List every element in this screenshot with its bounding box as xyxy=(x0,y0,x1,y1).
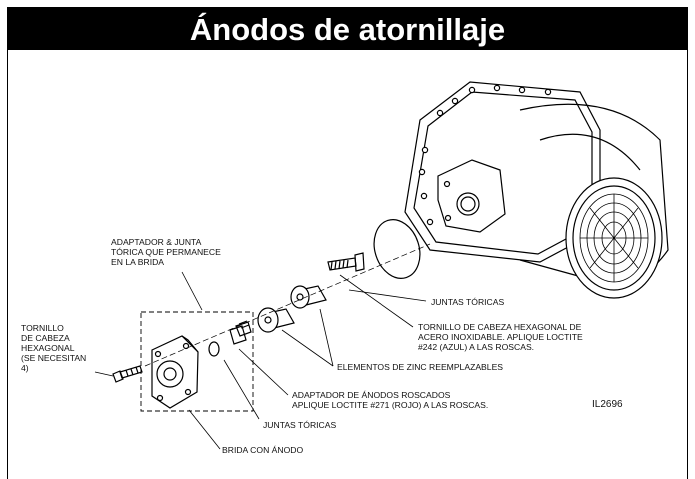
zinc-element-1 xyxy=(290,285,327,309)
large-o-ring xyxy=(373,219,421,279)
page-title: Ánodos de atornillaje xyxy=(7,7,688,50)
housing-body xyxy=(404,81,669,299)
flange-with-anode xyxy=(151,335,199,409)
label-o-rings-right: JUNTAS TÓRICAS xyxy=(431,297,505,307)
label-flange-with-anode: BRIDA CON ÁNODO xyxy=(222,445,304,455)
zinc-element-2 xyxy=(257,307,295,333)
label-hex-screw-right: TORNILLO DE CABEZA HEXAGONAL DE ACERO IN… xyxy=(418,322,583,352)
label-zinc-elements: ELEMENTOS DE ZINC REEMPLAZABLES xyxy=(337,362,504,372)
label-hex-screw-left: TORNILLO DE CABEZA HEXAGONAL (SE NECESIT… xyxy=(21,323,87,373)
label-o-rings-bottom: JUNTAS TÓRICAS xyxy=(263,420,337,430)
figure-id: IL2696 xyxy=(592,399,623,410)
left-hex-screw xyxy=(112,365,143,383)
label-threaded-adapter: ADAPTADOR DE ÁNODOS ROSCADOS APLIQUE LOC… xyxy=(292,390,489,410)
label-adapter-and-o-ring: ADAPTADOR & JUNTA TÓRICA QUE PERMANECE E… xyxy=(111,237,221,267)
adapter-group-box xyxy=(140,311,254,412)
small-o-ring xyxy=(208,341,220,357)
threaded-anode-adapter xyxy=(229,320,252,345)
stainless-hex-screw xyxy=(327,252,365,272)
